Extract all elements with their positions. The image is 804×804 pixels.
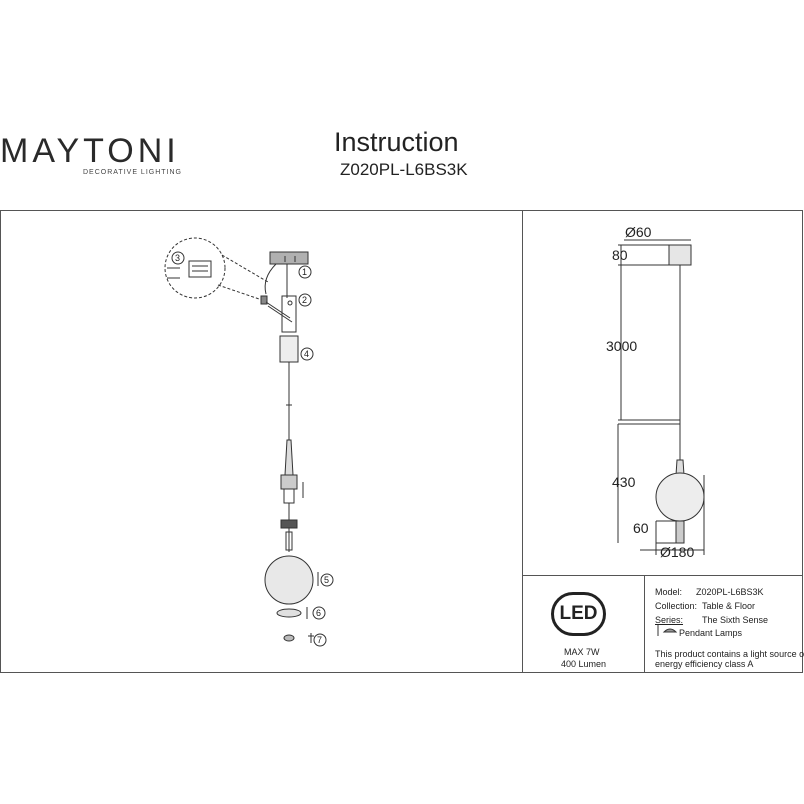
dim-canopy-diameter: Ø60	[625, 224, 652, 240]
dim-globe-diameter: Ø180	[660, 544, 695, 560]
drawing-frame	[0, 210, 803, 673]
detail-circle	[164, 237, 226, 299]
led-max-power: MAX 7W	[564, 647, 600, 657]
terminal-block	[188, 260, 212, 278]
canopy-cup	[279, 335, 299, 363]
info-series-value: The Sixth Sense	[702, 615, 769, 625]
info-model-label: Model:	[655, 587, 683, 597]
info-energy-line1: This product contains a light source of …	[655, 649, 804, 659]
info-collection-label: Collection:	[655, 601, 698, 611]
part-label-5: 5	[324, 575, 330, 585]
part-label-3: 3	[175, 253, 181, 263]
brand-name: MAYTONI	[0, 132, 180, 170]
part-label-4: 4	[304, 349, 310, 359]
page-title: Instruction	[334, 127, 459, 157]
pendant-lamp-icon	[657, 625, 678, 636]
stem-collar	[280, 474, 298, 490]
wire-connector	[260, 295, 268, 305]
holder-ring	[280, 519, 298, 529]
part-label-1: 1	[302, 267, 308, 277]
dim-globe	[655, 472, 705, 522]
dimension-drawing	[617, 239, 705, 555]
brand-logo: MAYTONI DECORATIVE LIGHTING	[0, 132, 185, 176]
glass-globe	[264, 555, 314, 605]
dim-body-height: 430	[612, 474, 636, 490]
info-series-label: Series:	[655, 615, 684, 625]
canopy-plate	[269, 251, 309, 265]
dim-bottom-height: 60	[633, 520, 649, 536]
dim-cable-length: 3000	[606, 338, 638, 354]
frame-divider-horizontal	[522, 575, 803, 576]
frame-divider-vertical	[522, 210, 523, 673]
info-energy-line2: energy efficiency class A	[655, 659, 754, 669]
info-type-value: Pendant Lamps	[679, 628, 743, 638]
info-collection-value: Table & Floor	[702, 601, 756, 611]
info-divider	[644, 575, 645, 673]
model-heading: Z020PL-L6BS3K	[340, 160, 468, 179]
bottom-nut	[283, 634, 295, 642]
dim-canopy	[668, 244, 692, 266]
dim-canopy-height: 80	[612, 247, 628, 263]
part-label-2: 2	[302, 295, 308, 305]
info-model-value: Z020PL-L6BS3K	[696, 587, 764, 597]
led-label: LED	[559, 603, 598, 624]
led-lumen: 400 Lumen	[561, 659, 607, 669]
part-label-7: 7	[317, 635, 323, 645]
part-label-6: 6	[316, 608, 322, 618]
led-badge: LED	[551, 592, 606, 636]
bottom-cap	[276, 608, 302, 618]
brand-tagline: DECORATIVE LIGHTING	[83, 169, 182, 176]
